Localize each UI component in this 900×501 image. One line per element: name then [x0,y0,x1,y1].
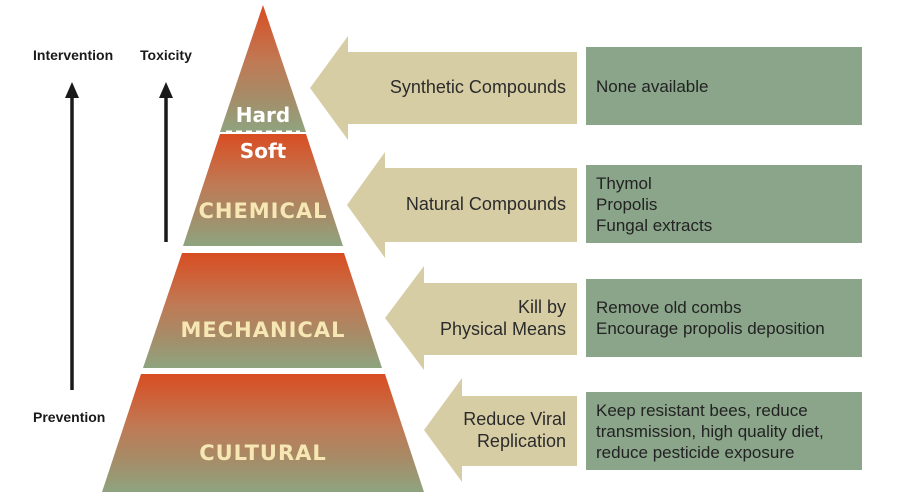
box-synthetic: None available [586,47,862,125]
box-line: Thymol [596,173,652,193]
arrow-text-line: Reduce Viral [463,409,566,429]
soft-label: Soft [240,139,287,163]
box-line: Propolis [596,194,658,214]
hard-label: Hard [236,103,290,127]
arrow-viral-replication [424,378,577,482]
toxicity-axis-arrow [159,82,173,242]
pyramid-cultural-tier [102,374,424,492]
pyramid-apex-segment [220,5,306,132]
intervention-label: Intervention [33,47,114,63]
prevention-label: Prevention [33,409,106,425]
box-line: transmission, high quality diet, [596,421,824,441]
arrow-text-physical: Kill by Physical Means [440,296,566,340]
box-line: None available [596,76,709,96]
intervention-axis-arrow [65,82,79,390]
tier-label-chemical: CHEMICAL [198,199,327,223]
box-line: Fungal extracts [596,215,713,235]
tier-label-mechanical: MECHANICAL [181,318,346,342]
tier-label-cultural: CULTURAL [199,441,327,465]
pyramid-mechanical-tier [143,253,382,368]
arrow-text-natural: Natural Compounds [406,193,566,215]
pyramid-chemical-tier [183,134,343,246]
arrow-text-line: Synthetic Compounds [389,77,566,97]
arrow-synthetic-compounds [310,36,577,140]
toxicity-label: Toxicity [140,47,192,63]
box-viral: Keep resistant bees, reduce transmission… [586,392,862,470]
box-line: Remove old combs [596,298,742,317]
arrow-text-synthetic: Synthetic Compounds [390,76,566,98]
box-line: Encourage propolis deposition [596,319,825,338]
arrow-text-line: Kill by [517,297,566,317]
arrow-text-viral: Reduce Viral Replication [463,408,566,452]
box-natural: Thymol Propolis Fungal extracts [586,165,862,243]
box-line: Keep resistant bees, reduce [596,400,808,420]
arrow-natural-compounds [347,152,577,258]
arrow-text-line: Natural Compounds [405,194,566,214]
box-physical: Remove old combs Encourage propolis depo… [586,279,862,357]
box-line: reduce pesticide exposure [596,442,795,462]
arrow-physical-means [385,266,577,370]
arrow-text-line: Replication [476,431,566,451]
arrow-text-line: Physical Means [439,319,566,339]
